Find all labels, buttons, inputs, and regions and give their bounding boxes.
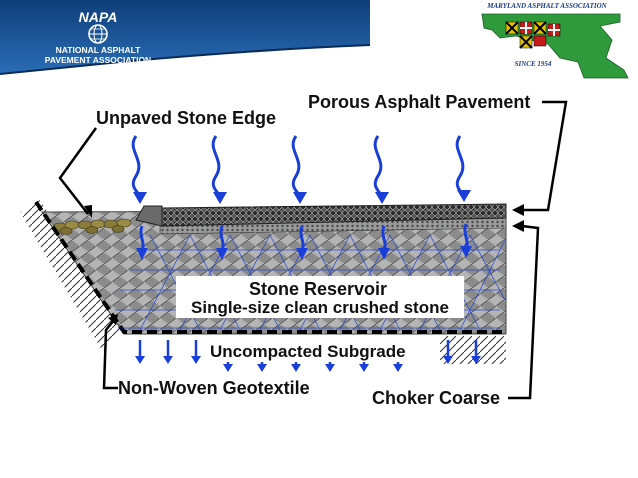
exfiltration-arrows bbox=[135, 340, 481, 372]
water-arrow-icon bbox=[471, 340, 481, 364]
label-stone-reservoir-title: Stone Reservoir bbox=[249, 279, 387, 299]
napa-name-line1: NATIONAL ASPHALT bbox=[56, 45, 141, 55]
maryland-state-map-icon bbox=[481, 13, 629, 79]
subgrade-slope-hatch bbox=[20, 200, 122, 350]
label-unpaved-stone-edge: Unpaved Stone Edge bbox=[96, 108, 276, 128]
subgrade-bottom-hatch bbox=[440, 336, 506, 364]
napa-logo: NAPA NATIONAL ASPHALT PAVEMENT ASSOCIATI… bbox=[45, 9, 151, 65]
pavement-cross-section: Unpaved Stone Edge Porous Asphalt Paveme… bbox=[20, 92, 568, 408]
rain-arrow-icon bbox=[373, 135, 389, 204]
leader-porous-pavement bbox=[512, 100, 568, 216]
non-woven-geotextile-line bbox=[34, 200, 506, 334]
napa-acronym: NAPA bbox=[79, 9, 118, 25]
rain-arrow-icon bbox=[291, 135, 307, 204]
subsurface-arrow-icon bbox=[378, 225, 390, 260]
rainfall-arrows bbox=[131, 135, 472, 260]
rain-arrow-icon bbox=[131, 135, 147, 204]
globe-icon bbox=[88, 24, 108, 44]
label-uncompacted-subgrade: Uncompacted Subgrade bbox=[210, 342, 406, 361]
maryland-association-name: MARYLAND ASPHALT ASSOCIATION bbox=[486, 2, 607, 10]
rain-arrow-icon bbox=[211, 135, 227, 204]
reservoir-label-box bbox=[176, 276, 464, 318]
leader-unpaved-edge bbox=[58, 127, 98, 218]
napa-name-line2: PAVEMENT ASSOCIATION bbox=[45, 55, 151, 65]
water-arrow-icon bbox=[191, 340, 201, 364]
label-porous-asphalt-pavement: Porous Asphalt Pavement bbox=[308, 92, 530, 112]
rain-arrow-icon bbox=[455, 135, 471, 202]
subsurface-arrow-icon bbox=[460, 223, 472, 258]
pavement-edge-wedge bbox=[135, 205, 163, 227]
subsurface-arrow-icon bbox=[296, 225, 308, 260]
leader-choker-coarse bbox=[508, 220, 540, 400]
label-non-woven-geotextile: Non-Woven Geotextile bbox=[118, 378, 310, 398]
leader-lines bbox=[58, 100, 568, 400]
maryland-logo: MARYLAND ASPHALT ASSOCIATION SINCE 1954 bbox=[481, 2, 629, 79]
maryland-since-text: SINCE 1954 bbox=[515, 60, 552, 68]
water-arrow-icon bbox=[443, 340, 453, 364]
subsurface-arrow-icon bbox=[216, 225, 228, 260]
subsurface-arrow-icon bbox=[136, 225, 148, 260]
label-stone-reservoir-description: Single-size clean crushed stone bbox=[191, 298, 449, 317]
label-choker-coarse: Choker Coarse bbox=[372, 388, 500, 408]
water-arrow-icon bbox=[163, 340, 173, 364]
header-bar bbox=[0, 0, 371, 75]
leader-geotextile bbox=[102, 314, 118, 390]
water-arrow-icon bbox=[135, 340, 145, 364]
subgrade-label-box bbox=[204, 340, 432, 362]
